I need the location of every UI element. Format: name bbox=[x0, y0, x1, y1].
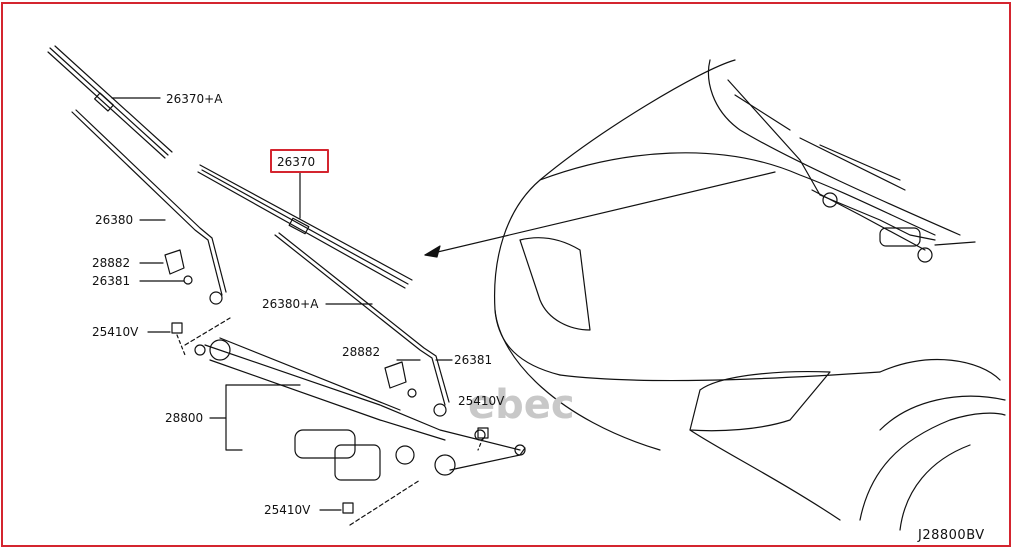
wiper-linkage-drawing bbox=[194, 337, 526, 481]
cap-nut-right-drawing bbox=[384, 359, 453, 398]
label-blade-a: 26370+A bbox=[166, 92, 223, 106]
car-hood-outline bbox=[493, 59, 1006, 531]
label-bolt-bottom: 25410V bbox=[264, 503, 311, 517]
label-bolt-left: 25410V bbox=[92, 325, 139, 339]
label-cap-right: 28882 bbox=[342, 345, 380, 359]
wiper-blade-drawing bbox=[197, 149, 413, 289]
wiper-arm-drawing bbox=[71, 109, 227, 305]
drawing-code: J28800BV bbox=[917, 528, 985, 543]
label-arm: 26380 bbox=[95, 213, 133, 227]
label-nut-right: 26381 bbox=[454, 353, 492, 367]
reference-arrow bbox=[424, 171, 776, 258]
label-linkage: 28800 bbox=[165, 411, 203, 425]
bolts-drawing bbox=[147, 317, 489, 526]
label-arm-a: 26380+A bbox=[262, 297, 319, 311]
label-cap-left: 28882 bbox=[92, 256, 130, 270]
image-frame bbox=[1, 2, 1011, 547]
label-nut-left: 26381 bbox=[92, 274, 130, 288]
label-bolt-right: 25410V bbox=[458, 394, 505, 408]
installed-wiper-view bbox=[727, 79, 976, 263]
cap-nut-left-drawing bbox=[139, 249, 193, 285]
wiper-blade-a-drawing bbox=[47, 45, 173, 159]
watermark: ebec bbox=[468, 382, 575, 428]
wiper-arm-a-drawing bbox=[274, 232, 450, 417]
label-blade: 26370 bbox=[277, 155, 315, 169]
